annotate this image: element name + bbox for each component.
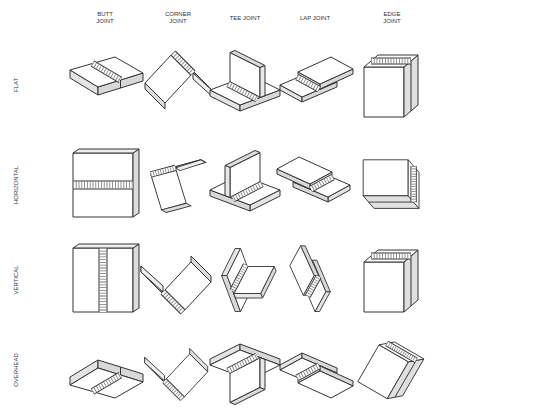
- row-heading: FLAT: [13, 78, 20, 92]
- row-heading: VERTICAL: [13, 265, 20, 294]
- column-heading: TEE JOINT: [228, 15, 262, 22]
- column-heading: CORNER JOINT: [161, 11, 195, 25]
- row-heading: HORIZONTAL: [13, 166, 20, 204]
- row-heading: OVERHEAD: [13, 353, 20, 387]
- column-heading: EDGE JOINT: [375, 11, 409, 25]
- column-heading: LAP JOINT: [298, 15, 332, 22]
- column-heading: BUTT JOINT: [88, 11, 122, 25]
